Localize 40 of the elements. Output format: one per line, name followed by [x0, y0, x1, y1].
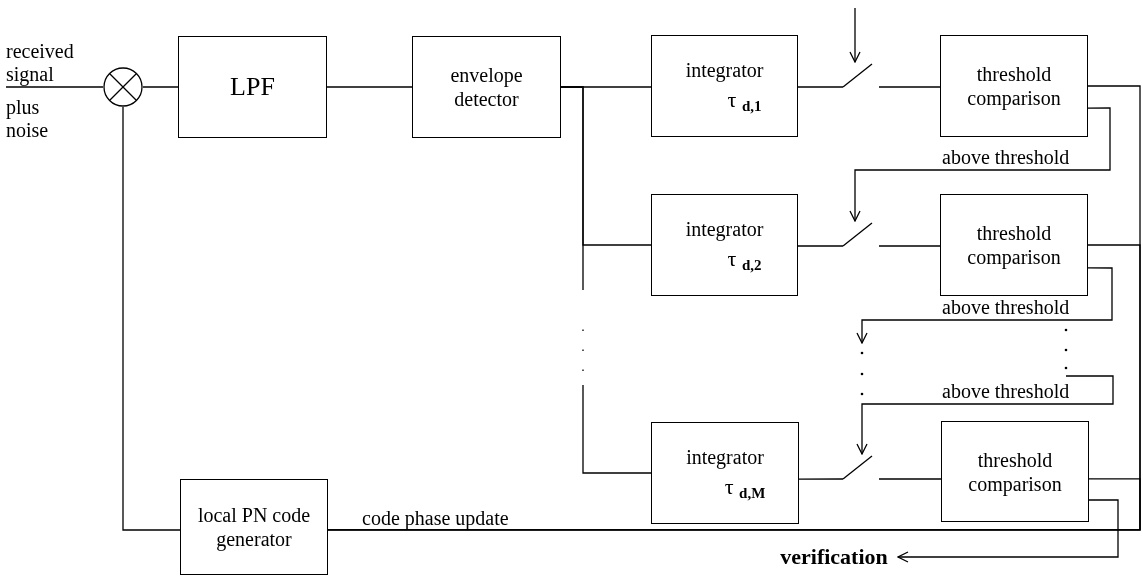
arrow — [856, 375, 1114, 455]
connector-line — [5, 86, 104, 88]
connector-line — [142, 86, 179, 88]
block-box — [180, 479, 328, 575]
arrow — [849, 107, 1111, 222]
connector-line — [878, 478, 942, 480]
block-label: threshold comparison — [966, 62, 1062, 110]
connector-line — [560, 86, 652, 474]
connector-line — [878, 245, 941, 247]
block-box — [940, 194, 1088, 296]
connector-line — [122, 106, 181, 531]
block-label: LPF — [229, 70, 276, 103]
arrow — [849, 7, 861, 63]
connector-line — [327, 478, 1141, 531]
block-label: envelope detector — [449, 63, 524, 111]
block-label: integrator — [685, 445, 765, 469]
time-constant-label: τ $_{d,1}$ — [726, 86, 762, 114]
block-box — [651, 35, 798, 137]
mixer-symbol — [103, 67, 143, 107]
block-box — [940, 35, 1088, 137]
block-box — [178, 36, 327, 138]
block-label: integrator — [684, 58, 765, 82]
connector-line — [797, 86, 844, 88]
block-box — [412, 36, 561, 138]
arrow — [856, 267, 1113, 344]
connector-line — [878, 86, 941, 88]
block-box — [651, 194, 798, 296]
connector-line — [798, 478, 844, 480]
block-box — [651, 422, 799, 524]
time-constant-label: τ $_{d,M}$ — [723, 473, 766, 501]
output-label: verification — [770, 543, 898, 571]
block-label: threshold comparison — [966, 221, 1062, 269]
time-constant-label: τ $_{d,2}$ — [726, 245, 762, 273]
connector-line — [326, 86, 413, 88]
block-label: integrator — [684, 217, 765, 241]
arrow — [897, 499, 1119, 563]
block-box — [941, 421, 1089, 522]
connector-line — [797, 245, 844, 247]
block-label: local PN code generator — [196, 503, 312, 551]
block-label: threshold comparison — [967, 447, 1063, 496]
